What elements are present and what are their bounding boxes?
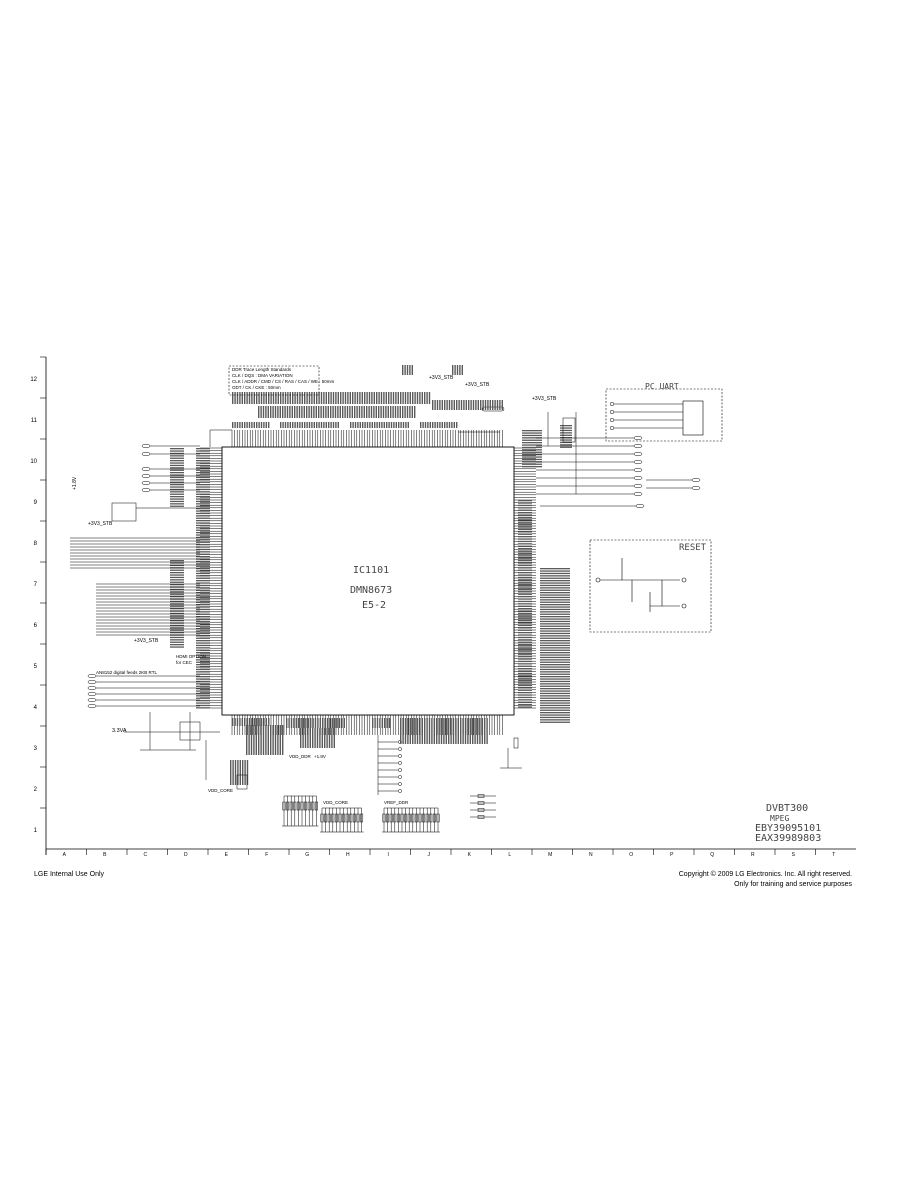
hdmi-note: for CEC [176,660,193,665]
ddr-note-line: ODT / CK / CKE : 50mm [232,385,281,390]
row-label: 12 [30,377,37,383]
column-label: R [751,852,755,858]
part-number: EAX39989803 [755,833,822,844]
part-number: EBY39095101 [755,823,822,834]
column-label: O [629,852,633,858]
column-labels: A B C D E F G H I J K L M N O P Q R S T [63,852,836,858]
column-label: I [388,852,389,858]
adc-note: AN8152 digital feeds 2KB RTL [96,670,157,675]
sheet-frame [45,357,856,855]
column-label: D [184,852,188,858]
rail-label: +3V3_STB [134,638,159,644]
ic1101-body [221,446,515,716]
rail-label: 3.3VA [112,728,127,734]
column-label: J [428,852,431,858]
row-label: 4 [34,705,38,711]
row-label: 9 [34,500,38,506]
row-label: 6 [34,623,38,629]
column-tick-marks [45,849,816,855]
reset-title: RESET [679,543,707,553]
row-tick-marks [40,356,46,809]
column-label: S [792,852,796,858]
column-label: A [63,852,67,858]
left-side-connectors [70,443,248,790]
column-label: T [832,852,835,858]
rail-label: +1.8V [314,754,326,759]
column-label: N [589,852,593,858]
column-label: Q [710,852,714,858]
section-name: MPEG [770,814,790,823]
footer-purpose: Only for training and service purposes [734,881,852,888]
rail-label: +3V3_STB [88,521,113,527]
rail-label: VDD_CORE [208,788,234,793]
chip-revision: E5-2 [362,600,387,611]
footer-copyright: Copyright © 2009 LG Electronics. Inc. Al… [678,871,852,878]
rail-label: VREF_DDR [384,800,409,805]
chip-part-number: DMN8673 [350,585,393,596]
rail-label: +1.8V [72,476,78,490]
column-label: F [265,852,268,858]
row-label: 10 [30,459,37,465]
right-side-connectors [500,412,701,769]
ic-top-pins [209,406,505,447]
column-label: K [468,852,472,858]
model-name: DVBT300 [766,803,809,814]
chip-designator: IC1101 [353,565,390,576]
column-label: G [305,852,309,858]
column-label: H [346,852,350,858]
row-label: 2 [34,787,38,793]
row-label: 1 [34,828,38,834]
rail-label: +3V3_STB [465,382,490,388]
column-label: M [548,852,552,858]
row-label: 3 [34,746,38,752]
rail-label: +3V3_STB [429,375,454,381]
column-label: E [225,852,229,858]
row-label: 5 [34,664,38,670]
row-label: 11 [31,418,38,424]
rail-label: VDD_DDR [289,754,311,759]
column-label: L [508,852,511,858]
column-label: B [103,852,107,858]
hdmi-note: HDMI OPTION [176,654,206,659]
row-labels: 12 11 10 9 8 7 6 5 4 3 2 1 [30,377,37,834]
row-label: 8 [34,541,38,547]
ddr-note-line: CLK / DQS : DMA VARIATION [232,373,293,378]
bottom-resistor-arrays [282,794,496,833]
footer-internal-use: LGE Internal Use Only [34,871,105,878]
pc-uart-block [605,388,723,442]
row-label: 7 [34,582,38,588]
pc-uart-title: PC UART [645,382,679,391]
rail-label: VDD_CORE [323,800,349,805]
ddr-note-line: DDR Trace Length Standards [232,367,292,372]
ddr-note-line: CLK / ADDR / CMD / CS / RAS / CAS / WE :… [232,379,335,384]
column-label: P [670,852,674,858]
column-label: C [143,852,147,858]
rail-label: +3V3_STB [532,396,557,402]
pin-label-blocks [170,365,572,785]
reset-block [589,539,712,633]
